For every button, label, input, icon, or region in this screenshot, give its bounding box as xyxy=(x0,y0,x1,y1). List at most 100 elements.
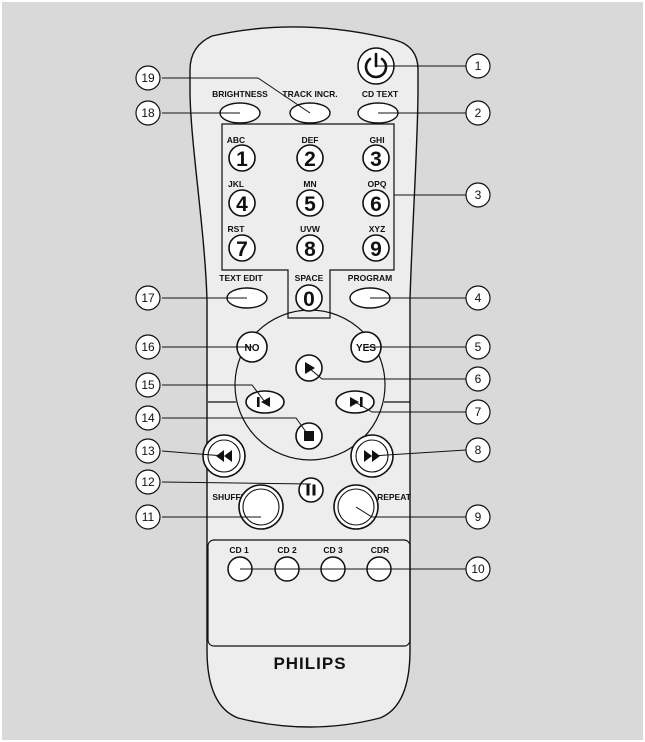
keypad-key-4[interactable]: JKL 4 xyxy=(228,179,256,217)
callout-13: 13 xyxy=(135,438,161,464)
cd-text-label: CD TEXT xyxy=(362,89,399,99)
callout-11: 11 xyxy=(135,504,161,530)
callout-9: 9 xyxy=(465,504,491,530)
play-icon xyxy=(305,362,315,374)
callout-1: 1 xyxy=(465,53,491,79)
leader-line-14 xyxy=(162,417,310,437)
callout-19: 19 xyxy=(135,65,161,91)
keypad-outline xyxy=(221,123,395,319)
keypad-digit: 8 xyxy=(304,238,316,261)
leader-line-8 xyxy=(371,449,467,457)
callout-3: 3 xyxy=(465,182,491,208)
keypad-digit: 0 xyxy=(303,288,315,311)
power-icon xyxy=(364,52,388,79)
callout-10: 10 xyxy=(465,556,491,582)
keypad-letters: UVW xyxy=(300,224,321,234)
callout-number: 15 xyxy=(141,378,155,392)
keypad-key-0[interactable]: SPACE 0 xyxy=(295,273,324,312)
callout-number: 19 xyxy=(141,71,155,85)
callout-number: 18 xyxy=(141,106,155,120)
keypad-letters: OPQ xyxy=(368,179,387,189)
skip-previous-icon xyxy=(257,397,270,407)
keypad-digit: 9 xyxy=(370,238,382,261)
shuffle-label: SHUFFLE xyxy=(212,492,252,502)
callout-4: 4 xyxy=(465,285,491,311)
callout-15: 15 xyxy=(135,372,161,398)
keypad: ABC 1 DEF 2 GHI 3 JKL 4 MN 5 OPQ 6 xyxy=(227,135,390,312)
cd2-label: CD 2 xyxy=(277,545,297,555)
callout-14: 14 xyxy=(135,405,161,431)
keypad-letters: XYZ xyxy=(369,224,386,234)
keypad-digit: 5 xyxy=(304,193,316,216)
callout-17: 17 xyxy=(135,285,161,311)
callout-number: 12 xyxy=(141,475,155,489)
keypad-digit: 1 xyxy=(236,148,248,171)
space-label: SPACE xyxy=(295,273,324,283)
leader-line-12 xyxy=(161,481,312,485)
callout-number: 3 xyxy=(475,188,482,202)
keypad-key-2[interactable]: DEF 2 xyxy=(296,135,324,172)
no-label: NO xyxy=(245,343,260,354)
callout-number: 13 xyxy=(141,444,155,458)
callout-number: 5 xyxy=(475,340,482,354)
callout-6: 6 xyxy=(465,366,491,392)
callout-number: 7 xyxy=(475,405,482,419)
keypad-digit: 2 xyxy=(304,148,316,171)
keypad-letters: JKL xyxy=(228,179,244,189)
keypad-digit: 3 xyxy=(370,148,382,171)
callout-8: 8 xyxy=(465,437,491,463)
callout-number: 17 xyxy=(141,291,155,305)
cd1-label: CD 1 xyxy=(229,545,249,555)
cd3-label: CD 3 xyxy=(323,545,343,555)
pause-icon xyxy=(306,484,316,496)
leader-line-7 xyxy=(354,401,466,413)
callout-number: 6 xyxy=(475,372,482,386)
program-label: PROGRAM xyxy=(348,273,392,283)
pause-button[interactable] xyxy=(298,477,324,503)
callout-number: 1 xyxy=(475,59,482,73)
leader-line-15 xyxy=(162,384,266,403)
callout-number: 4 xyxy=(475,291,482,305)
callout-number: 10 xyxy=(471,562,485,576)
callout-number: 9 xyxy=(475,510,482,524)
keypad-digit: 7 xyxy=(236,238,248,261)
skip-next-icon xyxy=(350,397,363,407)
brightness-label: BRIGHTNESS xyxy=(212,89,268,99)
callout-12: 12 xyxy=(135,469,161,495)
keypad-letters: MN xyxy=(303,179,316,189)
callout-5: 5 xyxy=(465,334,491,360)
cdr-label: CDR xyxy=(371,545,389,555)
keypad-letters: GHI xyxy=(369,135,384,145)
callout-number: 8 xyxy=(475,443,482,457)
track-incr-label: TRACK INCR. xyxy=(282,89,337,99)
leader-line-13 xyxy=(161,450,225,457)
callout-18: 18 xyxy=(135,100,161,126)
shuffle-button[interactable] xyxy=(238,484,284,530)
keypad-key-3[interactable]: GHI 3 xyxy=(362,135,390,172)
leader-line-19 xyxy=(162,77,311,114)
leader-lines xyxy=(161,65,467,570)
callout-number: 14 xyxy=(141,411,155,425)
keypad-key-6[interactable]: OPQ 6 xyxy=(362,179,390,217)
leader-line-9 xyxy=(355,506,466,518)
keypad-digit: 6 xyxy=(370,193,382,216)
text-edit-label: TEXT EDIT xyxy=(219,273,263,283)
cd-select-panel xyxy=(207,539,411,647)
keypad-key-5[interactable]: MN 5 xyxy=(296,179,324,217)
callout-16: 16 xyxy=(135,334,161,360)
keypad-key-8[interactable]: UVW 8 xyxy=(296,224,324,262)
callout-number: 11 xyxy=(142,510,155,524)
keypad-key-7[interactable]: RST 7 xyxy=(228,224,256,262)
callout-7: 7 xyxy=(465,399,491,425)
repeat-label: REPEAT xyxy=(377,492,412,502)
callout-number: 2 xyxy=(475,106,482,120)
leader-line-6 xyxy=(308,367,466,380)
brand-logo: PHILIPS xyxy=(273,654,346,673)
keypad-key-1[interactable]: ABC 1 xyxy=(227,135,256,172)
callout-number: 16 xyxy=(141,340,155,354)
keypad-key-9[interactable]: XYZ 9 xyxy=(362,224,390,262)
keypad-digit: 4 xyxy=(236,193,248,216)
keypad-letters: RST xyxy=(228,224,246,234)
callout-2: 2 xyxy=(465,100,491,126)
